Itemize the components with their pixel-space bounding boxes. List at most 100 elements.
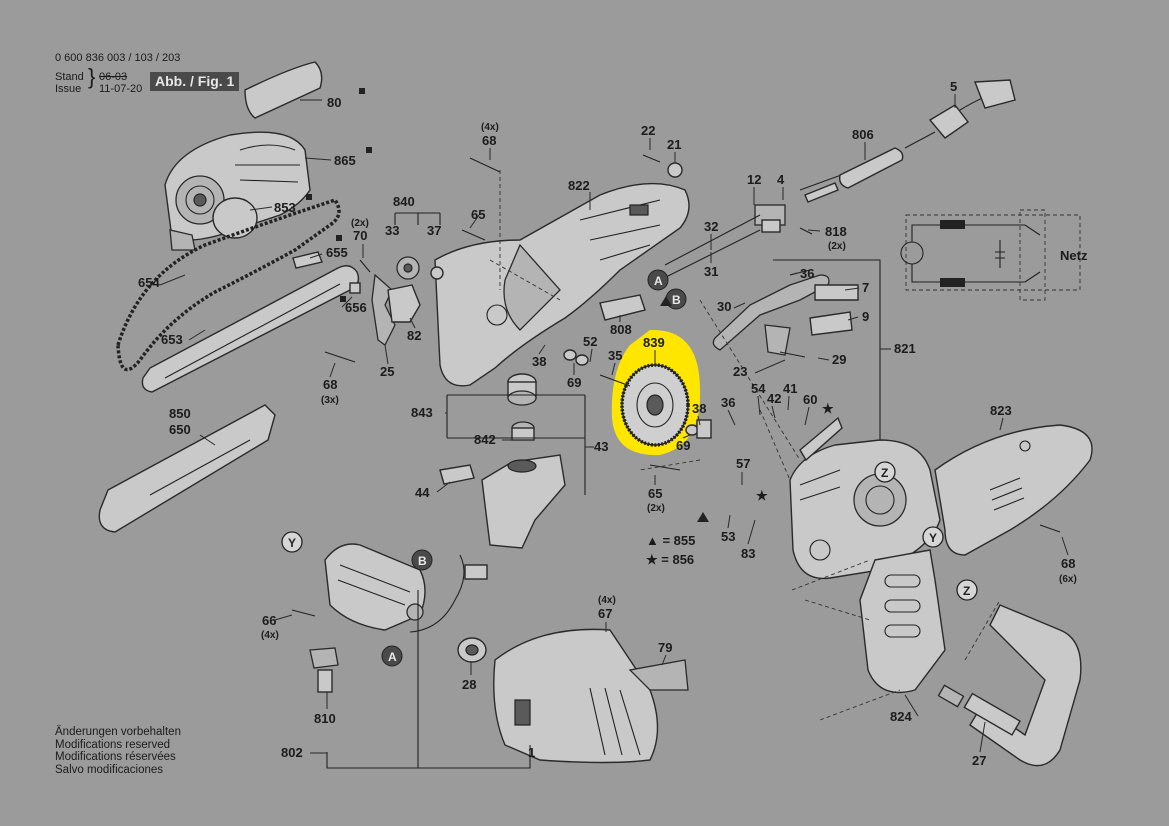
svg-text:655: 655 [326, 245, 348, 260]
svg-text:(4x): (4x) [481, 122, 499, 133]
svg-text:Netz: Netz [1060, 248, 1088, 263]
svg-text:(6x): (6x) [1059, 574, 1077, 585]
svg-text:38: 38 [692, 401, 706, 416]
part-labels: 80 865 853 654 653 (4x) 68 822 22 21 806… [138, 79, 1088, 768]
plate-808 [599, 294, 646, 321]
gear-839-highlight [599, 329, 701, 456]
callout-b-bottom: B [411, 549, 433, 571]
side-cover-823 [934, 424, 1093, 556]
switch-12 [754, 182, 839, 233]
lever-30 [712, 269, 859, 358]
svg-text:38: 38 [532, 354, 546, 369]
svg-text:806: 806 [852, 127, 874, 142]
svg-text:654: 654 [138, 275, 160, 290]
callout-z-right: Z [956, 579, 978, 601]
armature [309, 543, 488, 693]
svg-text:82: 82 [407, 328, 421, 343]
svg-text:4: 4 [777, 172, 785, 187]
svg-text:80: 80 [327, 95, 341, 110]
svg-text:21: 21 [667, 137, 681, 152]
svg-text:30: 30 [717, 299, 731, 314]
svg-text:(2x): (2x) [647, 503, 665, 514]
svg-text:52: 52 [583, 334, 597, 349]
housing-half-821 [789, 416, 941, 580]
bearing-28 [457, 637, 487, 663]
bracket-lines [326, 170, 1001, 769]
chain-tensioner [292, 251, 421, 346]
svg-text:802: 802 [281, 745, 303, 760]
svg-text:27: 27 [972, 753, 986, 768]
svg-text:69: 69 [567, 375, 581, 390]
note-line-fr: Modifications réservées [55, 751, 176, 763]
svg-text:★: ★ [756, 488, 768, 503]
svg-text:68: 68 [323, 377, 337, 392]
legend-triangle: ▲ = 855 [646, 533, 696, 548]
svg-text:53: 53 [721, 529, 735, 544]
sprocket-840 [396, 256, 444, 280]
housing-822 [434, 182, 690, 387]
svg-text:808: 808 [610, 322, 632, 337]
svg-text:822: 822 [568, 178, 590, 193]
motor-1 [493, 628, 659, 764]
oil-pump-43 [439, 373, 566, 549]
svg-text:43: 43 [594, 439, 608, 454]
svg-text:36: 36 [800, 266, 814, 281]
svg-text:Y: Y [929, 531, 937, 545]
legend-star: ★ = 856 [646, 552, 695, 567]
svg-text:42: 42 [767, 391, 781, 406]
svg-text:824: 824 [890, 709, 912, 724]
svg-text:70: 70 [353, 228, 367, 243]
svg-text:28: 28 [462, 677, 476, 692]
svg-text:33: 33 [385, 223, 399, 238]
svg-text:B: B [418, 554, 427, 568]
svg-text:12: 12 [747, 172, 761, 187]
svg-text:54: 54 [751, 381, 766, 396]
svg-text:823: 823 [990, 403, 1012, 418]
svg-text:68: 68 [482, 133, 496, 148]
svg-text:66: 66 [262, 613, 276, 628]
note-line-es: Salvo modificaciones [55, 763, 164, 776]
note-line-en: Modifications reserved [55, 738, 171, 751]
svg-text:(4x): (4x) [598, 595, 616, 606]
svg-text:83: 83 [741, 546, 755, 561]
svg-text:32: 32 [704, 219, 718, 234]
svg-text:22: 22 [641, 123, 655, 138]
svg-text:23: 23 [733, 364, 747, 379]
callout-markers: A B B A Y Y Z Z [281, 269, 978, 667]
svg-text:(2x): (2x) [828, 241, 846, 252]
svg-text:818: 818 [825, 224, 847, 239]
svg-text:65: 65 [648, 486, 662, 501]
cover-plate-80 [244, 61, 323, 119]
svg-text:(4x): (4x) [261, 630, 279, 641]
callout-a-bottom: A [381, 645, 403, 667]
stand-date: 06-03 [99, 71, 128, 83]
svg-text:B: B [672, 293, 681, 307]
disc-853 [212, 197, 258, 239]
note-line-de: Änderungen vorbehalten [55, 726, 181, 738]
saw-chain-654 [116, 197, 341, 372]
callout-z-mid: Z [874, 461, 896, 483]
stand-label: Stand [55, 71, 84, 83]
svg-text:A: A [654, 274, 663, 288]
callout-y-right: Y [922, 526, 944, 548]
svg-text:656: 656 [345, 300, 367, 315]
document-number: 0 600 836 003 / 103 / 203 [55, 52, 181, 64]
svg-text:843: 843 [411, 405, 433, 420]
svg-text:37: 37 [427, 223, 441, 238]
svg-text:Y: Y [288, 536, 296, 550]
svg-text:Z: Z [963, 584, 970, 598]
svg-text:57: 57 [736, 456, 750, 471]
svg-text:810: 810 [314, 711, 336, 726]
svg-text:9: 9 [862, 309, 869, 324]
svg-text:653: 653 [161, 332, 183, 347]
svg-text:(2x): (2x) [351, 218, 369, 229]
svg-text:60: 60 [803, 392, 817, 407]
svg-text:79: 79 [658, 640, 672, 655]
svg-text:853: 853 [274, 200, 296, 215]
svg-text:69: 69 [676, 438, 690, 453]
svg-text:41: 41 [783, 381, 797, 396]
washers [563, 349, 712, 439]
guide-bar-653 [141, 265, 360, 393]
